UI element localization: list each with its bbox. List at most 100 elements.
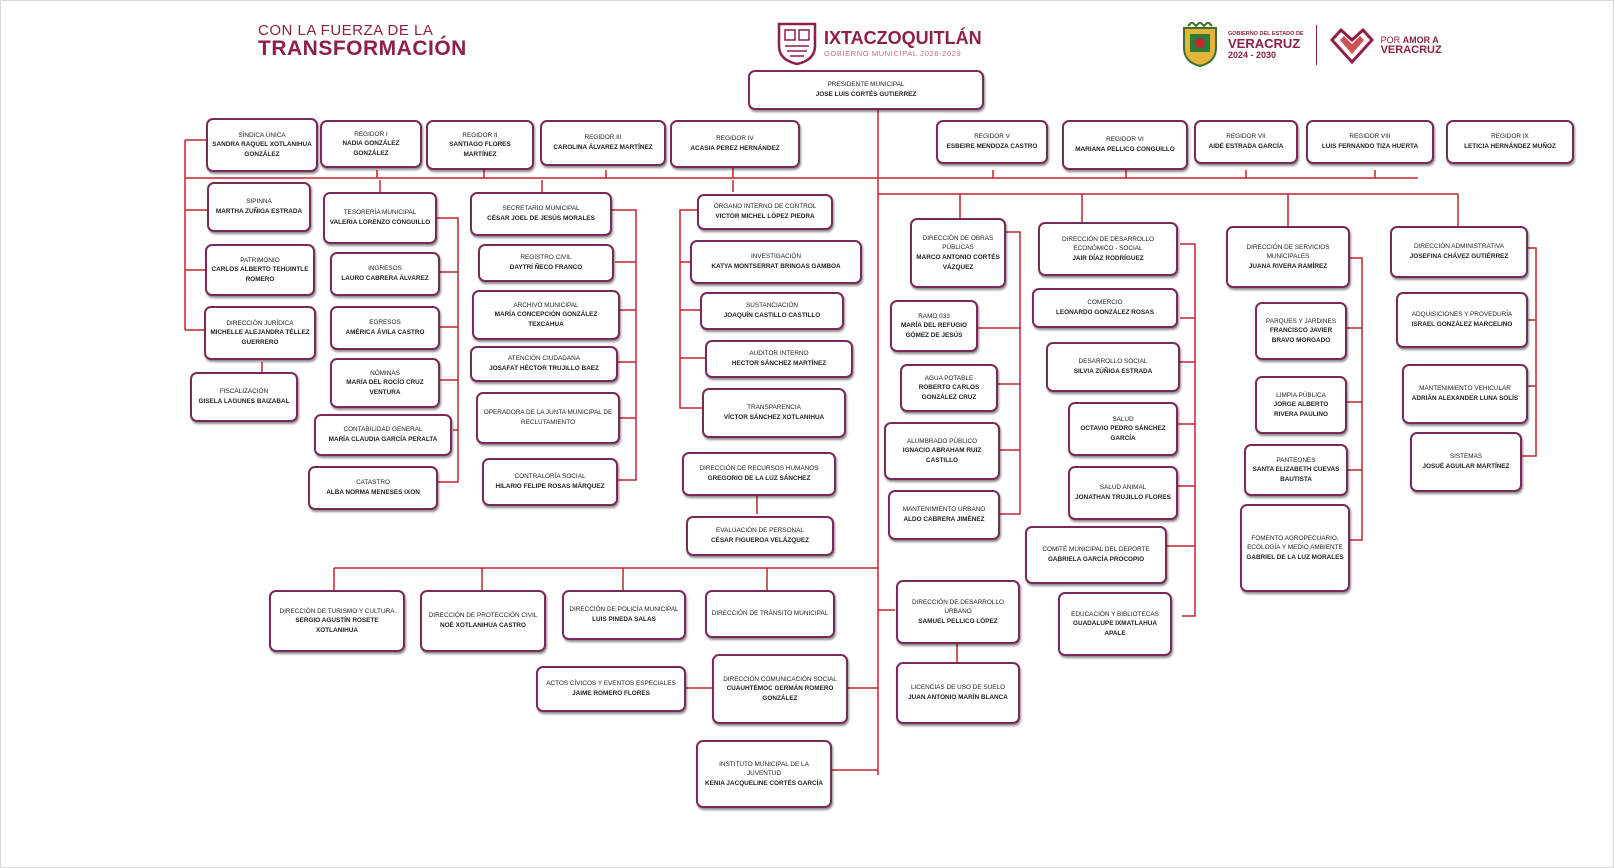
box-title: REGIDOR VIII bbox=[1349, 133, 1391, 141]
box-title: FISCALIZACIÓN bbox=[219, 388, 269, 396]
box-person: LEONARDO GONZÁLEZ ROSAS bbox=[1056, 309, 1154, 316]
box-title: SÍNDICA ÚNICA bbox=[238, 131, 286, 139]
box-title: CONTABILIDAD GENERAL bbox=[343, 426, 423, 434]
box-title: INGRESOS bbox=[368, 265, 402, 273]
box-person: ACASIA PEREZ HERNÁNDEZ bbox=[690, 145, 780, 152]
box-person: NOÉ XOTLANIHUA CASTRO bbox=[439, 622, 527, 629]
amor-veracruz-heart-icon bbox=[1329, 27, 1374, 64]
box-person: FRANCISCO JAVIER BRAVO MORGADO bbox=[1269, 327, 1333, 344]
box-title: COMITÉ MUNICIPAL DEL DEPORTE bbox=[1042, 546, 1150, 554]
box-person: KENIA JACQUELINE CORTÉS GARCÍA bbox=[705, 779, 823, 787]
box-title: OPERADORA DE LA JUNTA MUNICIPAL DE RECLU… bbox=[483, 409, 613, 426]
box-title: DIRECCIÓN DE OBRAS PÚBLICAS bbox=[922, 234, 994, 252]
municipality-name: IXTACZOQUITLÁN bbox=[824, 28, 982, 48]
box-person: MARÍA CLAUDIA GARCÍA PERALTA bbox=[328, 436, 438, 443]
box-person: KATYA MONTSERRAT BRINGAS GAMBOA bbox=[711, 263, 841, 270]
box-person: ALBA NORMA MENESES IXON bbox=[326, 489, 420, 496]
box-person: AMÉRICA ÁVILA CASTRO bbox=[345, 329, 425, 336]
box-person: LUIS PINEDA SALAS bbox=[592, 616, 656, 623]
box-title: RAMO 033 bbox=[918, 312, 950, 320]
box-person: HECTOR SÁNCHEZ MARTÍNEZ bbox=[731, 360, 827, 367]
box-person: ROBERTO CARLOS GONZÁLEZ CRUZ bbox=[918, 384, 980, 401]
box-person: JOSUÉ AGUILAR MARTÍNEZ bbox=[1422, 463, 1510, 470]
org-box-fiscalizacion: FISCALIZACIÓN GISELA LAGUNES BAIZABAL bbox=[190, 372, 298, 422]
box-person: MARÍA DEL ROCÍO CRUZ VENTURA bbox=[346, 379, 424, 396]
logo-line2: TRANSFORMACIÓN bbox=[258, 37, 467, 60]
org-box-juridica: DIRECCIÓN JURÍDICA MICHELLE ALEJANDRA TÉL… bbox=[204, 306, 316, 360]
box-title: EGRESOS bbox=[369, 319, 401, 327]
box-person: GABRIEL DE LA LUZ MORALES bbox=[1246, 553, 1344, 561]
box-title: PATRIMONIO bbox=[240, 256, 280, 264]
box-person: AIDÉ ESTRADA GARCÍA bbox=[1208, 143, 1284, 150]
box-title: DESARROLLO SOCIAL bbox=[1078, 358, 1148, 366]
box-person: ISRAEL GONZÁLEZ MARCELINO bbox=[1411, 321, 1513, 328]
box-person: GREGORIO DE LA LUZ SÁNCHEZ bbox=[707, 475, 811, 482]
box-title: REGIDOR I bbox=[354, 130, 388, 138]
box-person: MARTHA ZUÑIGA ESTRADA bbox=[215, 208, 303, 215]
box-person: SANTIAGO FLORES MARTÍNEZ bbox=[449, 141, 511, 158]
box-title: REGIDOR IX bbox=[1491, 133, 1529, 141]
box-title: SALUD ANIMAL bbox=[1099, 484, 1147, 492]
box-title: SUSTANCIACIÓN bbox=[745, 302, 799, 310]
box-person: SANTA ELIZABETH CUEVAS BAUTISTA bbox=[1252, 466, 1340, 483]
box-title: DIRECCIÓN JURÍDICA bbox=[226, 319, 294, 327]
box-title: DIRECCIÓN DE TRÁNSITO MUNICIPAL bbox=[711, 610, 829, 618]
box-title: ACTOS CÍVICOS Y EVENTOS ESPECIALES bbox=[546, 680, 676, 688]
amor-prefix: POR AMOR A bbox=[1381, 35, 1442, 45]
box-person: SANDRA RAQUEL XOTLANIHUA GONZÁLEZ bbox=[212, 141, 312, 158]
org-box-panteones: PANTEONES SANTA ELIZABETH CUEVAS BAUTISTA bbox=[1244, 444, 1348, 496]
box-title: SALUD bbox=[1112, 415, 1134, 423]
box-person: JORGE ALBERTO RIVERA PAULINO bbox=[1273, 401, 1329, 418]
box-title: INVESTIGACIÓN bbox=[750, 253, 802, 261]
box-person: MARIANA PELLICO CONGUILLO bbox=[1075, 146, 1175, 153]
box-person: MARÍA CONCEPCIÓN GONZÁLEZ TEXCAHUA bbox=[494, 311, 598, 328]
box-person: MICHELLE ALEJANDRA TÉLLEZ GUERRERO bbox=[210, 329, 310, 346]
org-box-sindica: SÍNDICA ÚNICA SANDRA RAQUEL XOTLANIHUA GO… bbox=[206, 118, 318, 172]
box-title: DIRECCIÓN DE PROTECCIÓN CIVIL bbox=[428, 612, 538, 620]
box-title: ALUMBRADO PÚBLICO bbox=[906, 437, 978, 445]
box-person: GABRIELA GARCÍA PROCOPIO bbox=[1047, 556, 1145, 563]
box-person: LAURO CABRERA ÁLVAREZ bbox=[341, 275, 429, 282]
box-title: PANTEONES bbox=[1276, 456, 1316, 464]
box-person: HILARIO FELIPE ROSAS MÁRQUEZ bbox=[495, 483, 605, 490]
ixtaczoquitlan-logo: IXTACZOQUITLÁN GOBIERNO MUNICIPAL 2026-2… bbox=[776, 20, 982, 66]
box-title: REGIDOR IV bbox=[716, 135, 754, 143]
box-title: EDUCACIÓN Y BIBLIOTECAS bbox=[1071, 610, 1159, 618]
logo-divider bbox=[1315, 25, 1317, 65]
gob-state-label: VERACRUZ bbox=[1228, 35, 1301, 51]
box-person: SILVIA ZÚÑIGA ESTRADA bbox=[1073, 368, 1153, 375]
box-person: GISELA LAGUNES BAIZABAL bbox=[198, 398, 290, 405]
box-person: JUANA RIVERA RAMÍREZ bbox=[1248, 262, 1328, 270]
box-title: EVALUACIÓN DE PERSONAL bbox=[716, 527, 804, 535]
box-title: DIRECCIÓN DE DESARROLLO ECONÓMICO - SOCI… bbox=[1062, 235, 1154, 253]
box-title: ARCHIVO MUNICIPAL bbox=[513, 301, 579, 309]
box-title: ADQUISICIONES Y PROVEDURÍA bbox=[1411, 311, 1513, 319]
box-person: DAYTRÍ ÑECO FRANCO bbox=[509, 264, 583, 271]
gob-years-label: 2024 - 2030 bbox=[1228, 49, 1277, 60]
org-box-ingresos: INGRESOS LAURO CABRERA ÁLVAREZ bbox=[330, 252, 440, 296]
box-title: MANTENIMIENTO VEHICULAR bbox=[1419, 385, 1511, 393]
org-box-transito: DIRECCIÓN DE TRÁNSITO MUNICIPAL bbox=[705, 590, 835, 638]
box-title: MANTENIMIENTO URBANO bbox=[902, 506, 986, 514]
